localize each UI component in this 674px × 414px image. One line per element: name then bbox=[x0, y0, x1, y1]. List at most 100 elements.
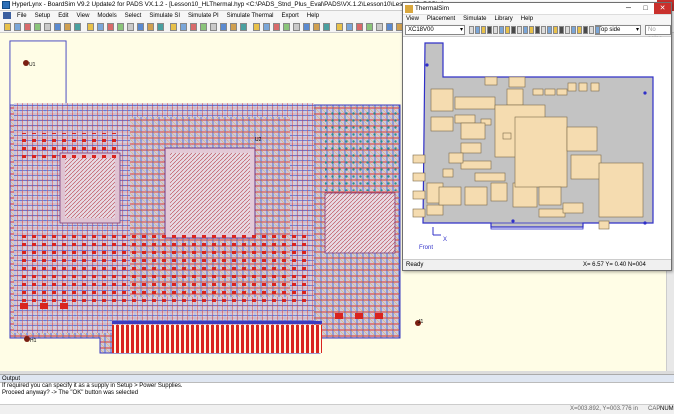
thermal-maximize-button[interactable]: □ bbox=[643, 5, 648, 12]
toolbar-button-icon[interactable] bbox=[190, 23, 197, 31]
thermal-component[interactable] bbox=[454, 114, 476, 124]
thermal-component[interactable] bbox=[454, 96, 496, 110]
thermal-component[interactable] bbox=[598, 162, 644, 218]
thermal-component[interactable] bbox=[490, 182, 508, 202]
toolbar-button-icon[interactable] bbox=[117, 23, 124, 31]
toolbar-button-icon[interactable] bbox=[366, 23, 373, 31]
toolbar-button-icon[interactable] bbox=[376, 23, 383, 31]
thermal-component[interactable] bbox=[502, 132, 512, 140]
menu-select[interactable]: Select bbox=[124, 13, 142, 19]
thermal-toolbar-button-icon[interactable] bbox=[535, 26, 540, 34]
toolbar-button-icon[interactable] bbox=[220, 23, 227, 31]
thermal-toolbar-button-icon[interactable] bbox=[589, 26, 594, 34]
thermal-component[interactable] bbox=[538, 208, 566, 218]
menu-file[interactable]: File bbox=[16, 13, 27, 19]
toolbar-button-icon[interactable] bbox=[107, 23, 114, 31]
side-select[interactable]: Top side▾ bbox=[595, 25, 641, 35]
thermal-component[interactable] bbox=[426, 204, 444, 216]
toolbar-button-icon[interactable] bbox=[147, 23, 154, 31]
thermal-menu-placement[interactable]: Placement bbox=[426, 16, 456, 22]
thermal-toolbar-button-icon[interactable] bbox=[595, 26, 600, 34]
thermal-edge-connector[interactable] bbox=[412, 190, 426, 200]
pcb-layout-view[interactable]: U1 H1 J1 U2 bbox=[0, 33, 666, 371]
thermal-mounting-hole[interactable] bbox=[511, 219, 515, 223]
toolbar-button-icon[interactable] bbox=[157, 23, 164, 31]
thermal-component[interactable] bbox=[460, 122, 486, 140]
thermal-component[interactable] bbox=[438, 186, 462, 206]
thermal-component[interactable] bbox=[570, 154, 602, 180]
thermal-canvas[interactable]: Front X bbox=[403, 37, 671, 259]
toolbar-button-icon[interactable] bbox=[273, 23, 280, 31]
toolbar-button-icon[interactable] bbox=[180, 23, 187, 31]
toolbar-button-icon[interactable] bbox=[240, 23, 247, 31]
thermal-toolbar-button-icon[interactable] bbox=[559, 26, 564, 34]
toolbar-button-icon[interactable] bbox=[87, 23, 94, 31]
thermal-component[interactable] bbox=[590, 82, 600, 92]
toolbar-button-icon[interactable] bbox=[170, 23, 177, 31]
menu-edit[interactable]: Edit bbox=[58, 13, 69, 19]
thermal-component[interactable] bbox=[460, 142, 482, 154]
thermal-menu-simulate[interactable]: Simulate bbox=[463, 16, 487, 22]
thermal-toolbar-button-icon[interactable] bbox=[505, 26, 510, 34]
thermal-edge-connector[interactable] bbox=[412, 172, 426, 182]
thermal-component[interactable] bbox=[556, 88, 568, 96]
thermal-component[interactable] bbox=[578, 82, 588, 92]
thermal-toolbar-button-icon[interactable] bbox=[541, 26, 546, 34]
thermal-component[interactable] bbox=[430, 88, 454, 112]
toolbar-button-icon[interactable] bbox=[303, 23, 310, 31]
toolbar-button-icon[interactable] bbox=[127, 23, 134, 31]
thermal-edge-connector[interactable] bbox=[412, 154, 426, 164]
thermal-component[interactable] bbox=[538, 186, 562, 206]
toolbar-button-icon[interactable] bbox=[14, 23, 21, 31]
thermal-edge-connector[interactable] bbox=[412, 208, 426, 218]
toolbar-button-icon[interactable] bbox=[336, 23, 343, 31]
toolbar-button-icon[interactable] bbox=[283, 23, 290, 31]
thermal-toolbar-button-icon[interactable] bbox=[511, 26, 516, 34]
thermal-toolbar-button-icon[interactable] bbox=[523, 26, 528, 34]
menu-view[interactable]: View bbox=[76, 13, 90, 19]
thermal-toolbar-button-icon[interactable] bbox=[475, 26, 480, 34]
thermal-component[interactable] bbox=[484, 76, 498, 86]
toolbar-button-icon[interactable] bbox=[253, 23, 260, 31]
toolbar-button-icon[interactable] bbox=[44, 23, 51, 31]
thermal-toolbar-button-icon[interactable] bbox=[547, 26, 552, 34]
menu-models[interactable]: Models bbox=[97, 13, 117, 19]
thermal-component[interactable] bbox=[430, 116, 454, 132]
thermal-component[interactable] bbox=[532, 88, 544, 96]
menu-help[interactable]: Help bbox=[306, 13, 320, 19]
thermal-component[interactable] bbox=[567, 82, 577, 92]
thermal-component[interactable] bbox=[508, 76, 526, 88]
part-select[interactable]: XC18V00▾ bbox=[405, 25, 465, 35]
toolbar-button-icon[interactable] bbox=[34, 23, 41, 31]
thermal-component[interactable] bbox=[474, 172, 506, 182]
toolbar-button-icon[interactable] bbox=[263, 23, 270, 31]
thermal-mounting-hole[interactable] bbox=[643, 221, 647, 225]
toolbar-button-icon[interactable] bbox=[356, 23, 363, 31]
thermal-toolbar-button-icon[interactable] bbox=[583, 26, 588, 34]
thermal-toolbar-button-icon[interactable] bbox=[577, 26, 582, 34]
thermal-component[interactable] bbox=[448, 152, 464, 164]
thermal-toolbar-button-icon[interactable] bbox=[517, 26, 522, 34]
menu-setup[interactable]: Setup bbox=[34, 13, 51, 19]
toolbar-button-icon[interactable] bbox=[137, 23, 144, 31]
toolbar-button-icon[interactable] bbox=[293, 23, 300, 31]
thermal-minimize-button[interactable]: ─ bbox=[626, 5, 631, 12]
thermal-edge-fingers[interactable] bbox=[490, 222, 584, 230]
toolbar-button-icon[interactable] bbox=[4, 23, 11, 31]
thermal-toolbar-button-icon[interactable] bbox=[565, 26, 570, 34]
thermal-toolbar-button-icon[interactable] bbox=[481, 26, 486, 34]
thermal-board-view[interactable]: Front X bbox=[403, 37, 671, 259]
thermal-toolbar-button-icon[interactable] bbox=[571, 26, 576, 34]
thermal-mounting-hole[interactable] bbox=[643, 91, 647, 95]
toolbar-button-icon[interactable] bbox=[346, 23, 353, 31]
thermal-mounting-hole[interactable] bbox=[425, 63, 429, 67]
thermal-component[interactable] bbox=[480, 118, 492, 126]
canvas-horizontal-scrollbar[interactable] bbox=[0, 371, 674, 374]
thermal-menu-library[interactable]: Library bbox=[494, 16, 513, 22]
thermal-component[interactable] bbox=[464, 186, 488, 206]
toolbar-button-icon[interactable] bbox=[230, 23, 237, 31]
toolbar-button-icon[interactable] bbox=[54, 23, 61, 31]
thermal-component[interactable] bbox=[442, 168, 454, 178]
thermal-toolbar-button-icon[interactable] bbox=[493, 26, 498, 34]
thermal-close-button[interactable]: ✕ bbox=[654, 3, 671, 14]
